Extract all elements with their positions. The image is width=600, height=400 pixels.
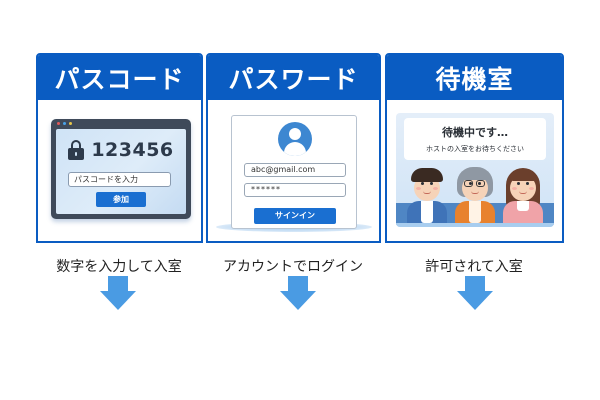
window-controls bbox=[57, 122, 72, 125]
panel-title: パスワード bbox=[208, 55, 379, 100]
window-dot-yellow-icon bbox=[69, 122, 72, 125]
join-button[interactable]: 参加 bbox=[96, 192, 146, 207]
panel-title: 待機室 bbox=[387, 55, 562, 100]
password-field[interactable]: ****** bbox=[244, 183, 346, 197]
arrow-down-icon bbox=[280, 276, 316, 310]
person-young-woman-icon bbox=[500, 168, 546, 227]
laptop-window-illustration: 123456 パスコードを入力 参加 bbox=[51, 119, 191, 219]
caption-passcode: 数字を入力して入室 bbox=[56, 259, 182, 275]
caption-password: アカウントでログイン bbox=[223, 259, 363, 275]
waiting-status-title: 待機中です… bbox=[442, 126, 508, 139]
user-avatar-icon bbox=[278, 122, 312, 156]
window-dot-blue-icon bbox=[63, 122, 66, 125]
arrow-down-icon bbox=[457, 276, 493, 310]
glasses-icon bbox=[464, 180, 486, 187]
arrow-down-icon bbox=[100, 276, 136, 310]
panel-passcode: パスコード 123456 パスコードを入力 参加 bbox=[36, 53, 203, 243]
waiting-room-illustration: 待機中です… ホストの入室をお待ちください bbox=[396, 113, 554, 227]
waiting-status-message: ホストの入室をお待ちください bbox=[426, 145, 524, 153]
passcode-display: 123456 bbox=[56, 139, 186, 161]
sign-in-card: abc@gmail.com ****** サインイン bbox=[231, 115, 357, 229]
person-young-man-icon bbox=[404, 168, 450, 227]
lock-icon bbox=[68, 140, 85, 160]
person-older-woman-icon bbox=[452, 167, 498, 227]
email-field[interactable]: abc@gmail.com bbox=[244, 163, 346, 177]
sign-in-button[interactable]: サインイン bbox=[254, 208, 336, 224]
window-dot-red-icon bbox=[57, 122, 60, 125]
caption-waiting-room: 許可されて入室 bbox=[425, 259, 523, 275]
panel-waiting-room: 待機室 待機中です… ホストの入室をお待ちください bbox=[385, 53, 564, 243]
panel-password: パスワード abc@gmail.com ****** サインイン bbox=[206, 53, 381, 243]
laptop-screen: 123456 パスコードを入力 参加 bbox=[56, 129, 186, 214]
passcode-number: 123456 bbox=[91, 139, 174, 161]
passcode-input[interactable]: パスコードを入力 bbox=[68, 172, 171, 187]
sofa-base bbox=[396, 223, 554, 227]
panel-title: パスコード bbox=[38, 55, 201, 100]
waiting-status-box: 待機中です… ホストの入室をお待ちください bbox=[404, 118, 546, 160]
